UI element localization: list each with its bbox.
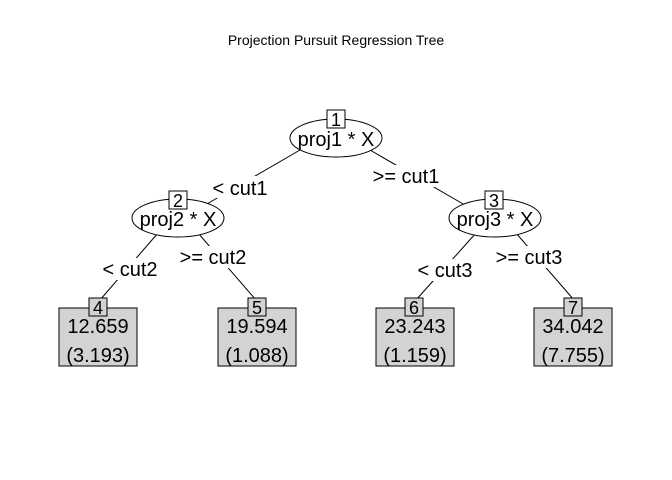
leaf-sd-5: (1.088) <box>225 345 288 367</box>
edge-label-1-2: < cut1 <box>212 178 267 200</box>
edge-labels: < cut1 >= cut1 < cut2 >= cut2 < cut3 >= … <box>98 165 568 282</box>
leaf-node-4: 12.659 (3.193) 4 <box>58 297 138 367</box>
node-label-3: proj3 * X <box>457 209 534 231</box>
leaf-id-4: 4 <box>93 298 103 318</box>
leaf-node-6: 23.243 (1.159) 6 <box>375 297 455 367</box>
leaf-id-6: 6 <box>409 298 419 318</box>
node-id-2: 2 <box>173 191 183 211</box>
node-label-2: proj2 * X <box>140 209 217 231</box>
leaf-sd-4: (3.193) <box>66 345 129 367</box>
inner-node-2: proj2 * X 2 <box>131 190 225 238</box>
leaf-value-4: 12.659 <box>67 316 128 338</box>
leaf-node-7: 34.042 (7.755) 7 <box>533 297 613 367</box>
leaf-value-6: 23.243 <box>384 316 445 338</box>
node-id-3: 3 <box>489 191 499 211</box>
edge-label-3-7: >= cut3 <box>496 247 563 269</box>
chart-title: Projection Pursuit Regression Tree <box>228 32 445 48</box>
leaf-id-7: 7 <box>568 298 578 318</box>
leaf-value-7: 34.042 <box>542 316 603 338</box>
node-id-1: 1 <box>331 110 341 130</box>
edge-label-3-6: < cut3 <box>417 260 472 282</box>
leaf-id-5: 5 <box>252 298 262 318</box>
leaf-node-5: 19.594 (1.088) 5 <box>217 297 297 367</box>
edge-label-1-3: >= cut1 <box>373 166 440 188</box>
leaf-value-5: 19.594 <box>226 316 287 338</box>
edge-label-2-5: >= cut2 <box>180 247 247 269</box>
edge-label-2-4: < cut2 <box>102 259 157 281</box>
inner-node-3: proj3 * X 3 <box>448 190 542 238</box>
inner-node-1: proj1 * X 1 <box>289 109 383 158</box>
leaf-sd-6: (1.159) <box>383 345 446 367</box>
node-label-1: proj1 * X <box>298 129 375 151</box>
leaf-sd-7: (7.755) <box>541 345 604 367</box>
